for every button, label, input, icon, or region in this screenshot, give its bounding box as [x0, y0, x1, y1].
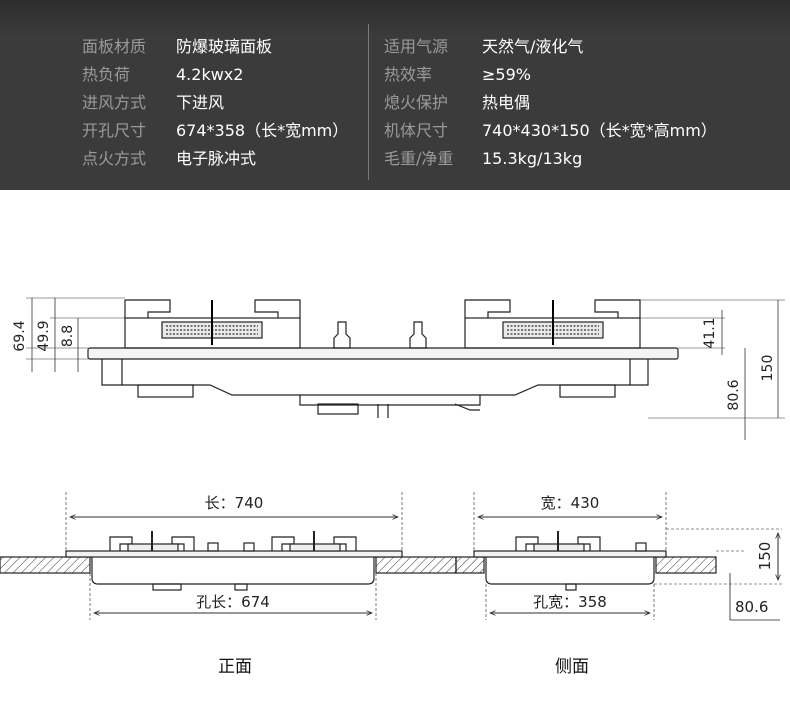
pipe-stub [377, 404, 389, 418]
spec-label: 熄火保护 [384, 93, 449, 112]
spec-divider [368, 24, 369, 180]
side-counter-right [655, 556, 717, 574]
front-view [0, 492, 457, 620]
gas-pipe [299, 395, 481, 406]
spec-label: 点火方式 [82, 149, 147, 168]
side-body [485, 557, 655, 585]
dim-150: 150 [760, 355, 776, 382]
front-glass [65, 550, 403, 558]
side-height-label: 150 [756, 542, 774, 571]
front-body [91, 557, 375, 585]
spec-label: 适用气源 [384, 37, 449, 56]
front-view-caption: 正面 [218, 657, 252, 677]
side-view-caption: 侧面 [555, 657, 589, 677]
right-knob [409, 321, 427, 349]
spec-value: 下进风 [176, 93, 225, 112]
spec-value: 740*430*150（长*宽*高mm） [482, 121, 717, 140]
technical-drawing: 69.4 49.9 8.8 41.1 80.6 150 长：740 [0, 297, 785, 621]
side-width-label: 宽：430 [541, 494, 600, 512]
spec-label: 面板材质 [82, 37, 147, 56]
elevation-view [26, 297, 785, 440]
spec-label: 机体尺寸 [384, 121, 449, 140]
side-hole-width-label: 孔宽：358 [533, 593, 607, 611]
spec-value: 天然气/液化气 [482, 37, 584, 56]
spec-value: ≥59% [482, 65, 531, 84]
dim-69-4: 69.4 [12, 320, 28, 351]
elevation-dimensions: 69.4 49.9 8.8 41.1 80.6 150 [12, 317, 776, 410]
spec-label: 热效率 [384, 65, 433, 84]
spec-label: 热负荷 [82, 65, 131, 84]
dim-8-8: 8.8 [60, 325, 76, 347]
spec-label: 开孔尺寸 [82, 121, 147, 140]
spec-value: 4.2kwx2 [176, 65, 244, 84]
spec-label: 进风方式 [82, 93, 147, 112]
side-depth-label: 80.6 [735, 598, 768, 616]
front-length-label: 长：740 [205, 494, 264, 512]
left-foot [137, 384, 194, 398]
spec-value: 防爆玻璃面板 [176, 37, 273, 56]
side-counter-left [455, 556, 485, 574]
pan-support-left-a [124, 299, 171, 318]
cooktop-body [101, 359, 649, 396]
right-foot [559, 384, 616, 398]
spec-panel: 面板材质 防爆玻璃面板 热负荷 4.2kwx2 进风方式 下进风 开孔尺寸 67… [0, 0, 790, 190]
dim-41-1: 41.1 [702, 317, 718, 348]
spec-value: 热电偶 [482, 93, 531, 112]
spec-value: 15.3kg/13kg [482, 149, 583, 168]
valve-block [317, 403, 359, 415]
counter-left [0, 556, 91, 574]
side-glass [473, 550, 667, 558]
spec-value: 电子脉冲式 [176, 149, 257, 168]
dim-49-9: 49.9 [36, 320, 52, 351]
left-knob [333, 321, 351, 349]
dim-80-6: 80.6 [726, 379, 742, 410]
glass-panel [87, 347, 679, 360]
front-hole-length-label: 孔长：674 [196, 593, 270, 611]
pan-support-right-a [464, 299, 511, 318]
spec-label: 毛重/净重 [384, 149, 454, 168]
spec-value: 674*358（长*宽mm） [176, 121, 349, 140]
counter-right [375, 556, 457, 574]
side-view [455, 492, 782, 621]
